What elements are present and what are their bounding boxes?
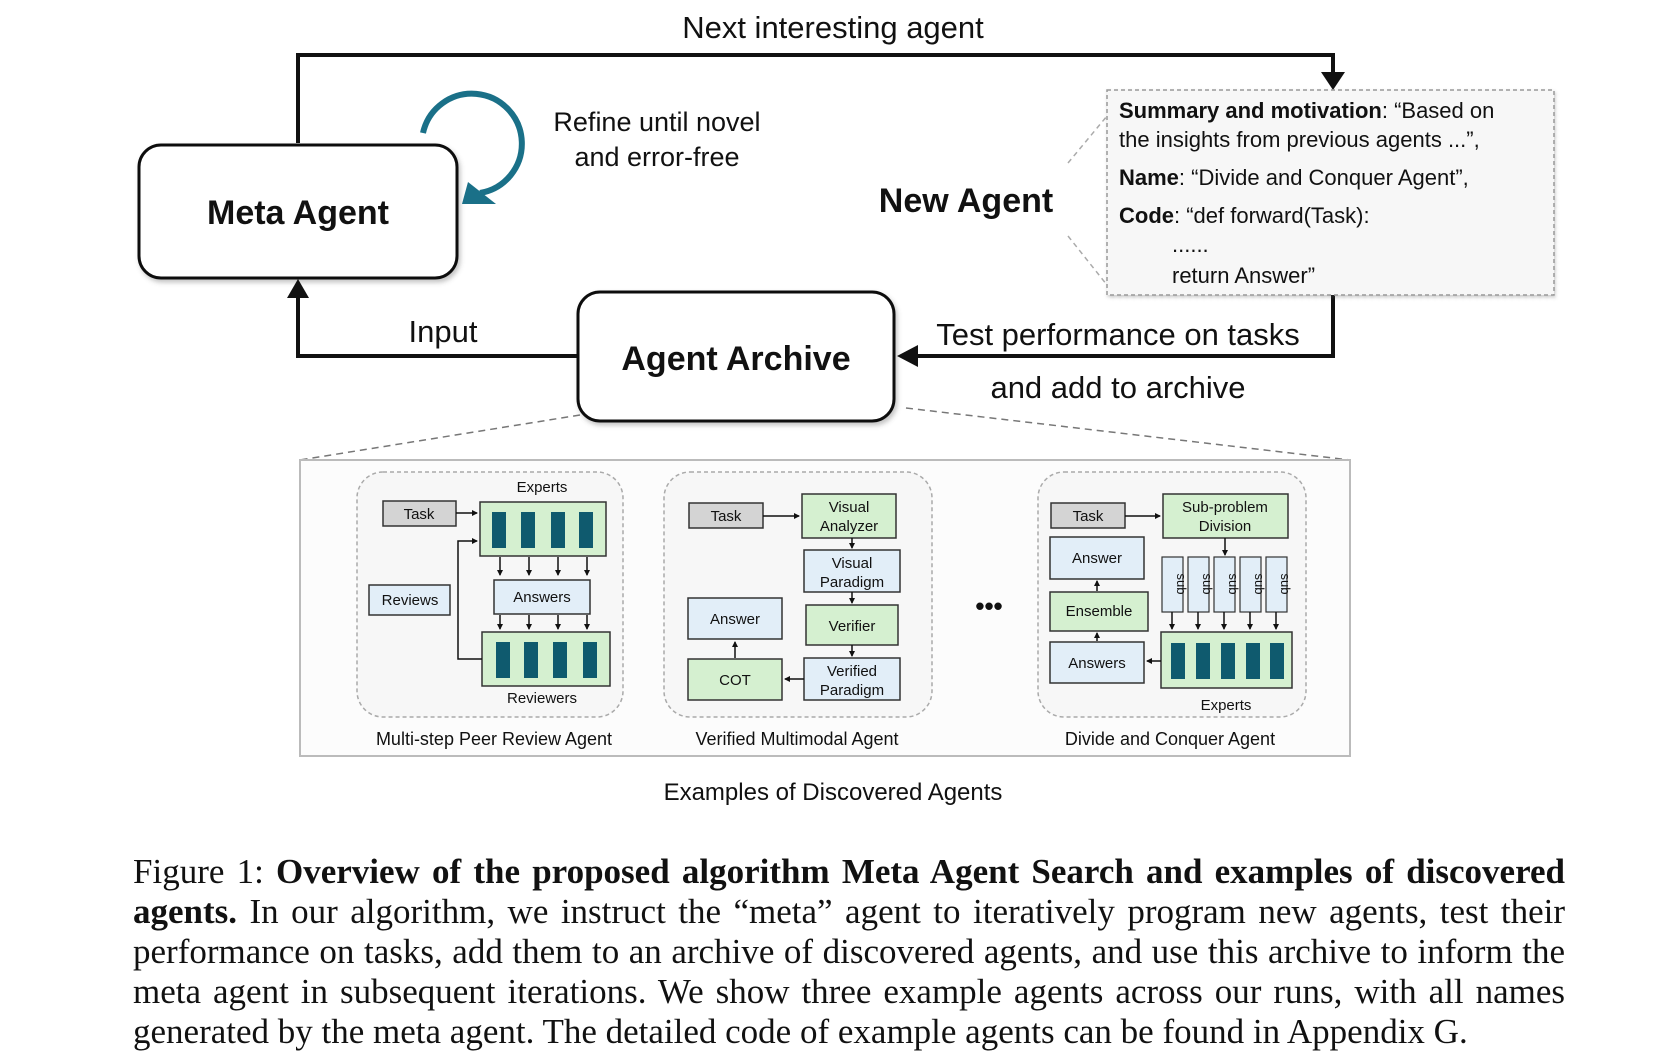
reviewers-label: Reviewers [507,690,577,707]
reviews-label: Reviews [382,592,439,609]
verified-multimodal-agent: Task Visual Analyzer Visual Paradigm Ver… [663,471,933,718]
new-agent-label: New Agent [879,182,1053,220]
code-key: Code [1119,203,1174,228]
next-interesting-agent-arrow [296,53,1345,143]
multimodal-caption: Verified Multimodal Agent [695,729,898,749]
dc-experts-label: Experts [1201,697,1252,714]
input-arrow [287,279,577,358]
agent-archive-node: Agent Archive [576,290,896,423]
test-performance-arrow [897,294,1335,367]
visual-analyzer-2: Analyzer [820,518,878,535]
verified-paradigm-2: Paradigm [820,682,884,699]
refine-label-line2: and error-free [574,142,739,172]
caption-bold: Overview of the proposed algorithm Meta … [133,852,1565,931]
visual-paradigm-1: Visual [832,555,873,572]
more-agents-ellipsis: ••• [975,591,1002,621]
sub-problem-boxes: sub sub sub sub sub [1161,556,1293,613]
code-ellipsis: ...... [1172,232,1209,257]
figure-caption: Figure 1: Overview of the proposed algor… [133,852,1565,1052]
meta-agent-label: Meta Agent [207,194,389,232]
name-key: Name [1119,165,1179,190]
dc-answer-label: Answer [1072,550,1122,567]
dc-task-label: Task [1073,508,1104,525]
caption-body: In our algorithm, we instruct the “meta”… [133,892,1565,1051]
test-label-line1: Test performance on tasks [936,317,1300,352]
next-interesting-agent-label: Next interesting agent [682,10,984,45]
summary-value-2: the insights from previous agents ...”, [1119,127,1480,152]
visual-paradigm-2: Paradigm [820,574,884,591]
refine-label-line1: Refine until novel [553,107,760,137]
ensemble-label: Ensemble [1066,603,1133,620]
divide-and-conquer-agent: Task Sub-problem Division Answer Ensembl… [1037,471,1307,718]
code-return: return Answer” [1172,263,1315,288]
summary-value-1: : “Based on [1382,98,1495,123]
input-label: Input [409,314,478,349]
svg-text:sub: sub [1278,574,1293,595]
svg-text:sub: sub [1200,574,1215,595]
verifier-label: Verifier [829,618,876,635]
subproblem-2: Division [1199,518,1252,535]
meta-agent-node: Meta Agent [137,143,459,280]
peer-review-agent: Experts Task Reviews Answers Reviewers [356,471,624,718]
name-value: : “Divide and Conquer Agent”, [1179,165,1469,190]
svg-text:Summary and motivation: “Based: Summary and motivation: “Based on [1119,98,1494,123]
task-label: Task [404,506,435,523]
svg-text:sub: sub [1226,574,1241,595]
answers-label: Answers [513,589,571,606]
meta-agent-search-diagram: Next interesting agent Meta Agent Refine… [137,10,1555,806]
svg-text:sub: sub [1252,574,1267,595]
refine-loop-arrow [420,90,525,204]
caption-prefix: Figure 1: [133,852,276,891]
cot-label: COT [719,672,751,689]
svg-text:Code: “def forward(Task):: Code: “def forward(Task): [1119,203,1370,228]
svg-text:Name: “Divide and Conquer Agen: Name: “Divide and Conquer Agent”, [1119,165,1469,190]
examples-title: Examples of Discovered Agents [664,779,1003,806]
dc-answers-label: Answers [1068,655,1126,672]
code-value: : “def forward(Task): [1174,203,1370,228]
divide-conquer-caption: Divide and Conquer Agent [1065,729,1275,749]
mm-answer-label: Answer [710,611,760,628]
visual-analyzer-1: Visual [829,499,870,516]
test-label-line2: and add to archive [990,370,1245,405]
experts-label: Experts [517,479,568,496]
peer-review-caption: Multi-step Peer Review Agent [376,729,612,749]
agent-archive-label: Agent Archive [621,340,850,378]
new-agent-card: Summary and motivation: “Based on the in… [1106,89,1555,296]
verified-paradigm-1: Verified [827,663,877,680]
mm-task-label: Task [711,508,742,525]
summary-key: Summary and motivation [1119,98,1382,123]
svg-text:sub: sub [1174,574,1189,595]
subproblem-1: Sub-problem [1182,499,1268,516]
